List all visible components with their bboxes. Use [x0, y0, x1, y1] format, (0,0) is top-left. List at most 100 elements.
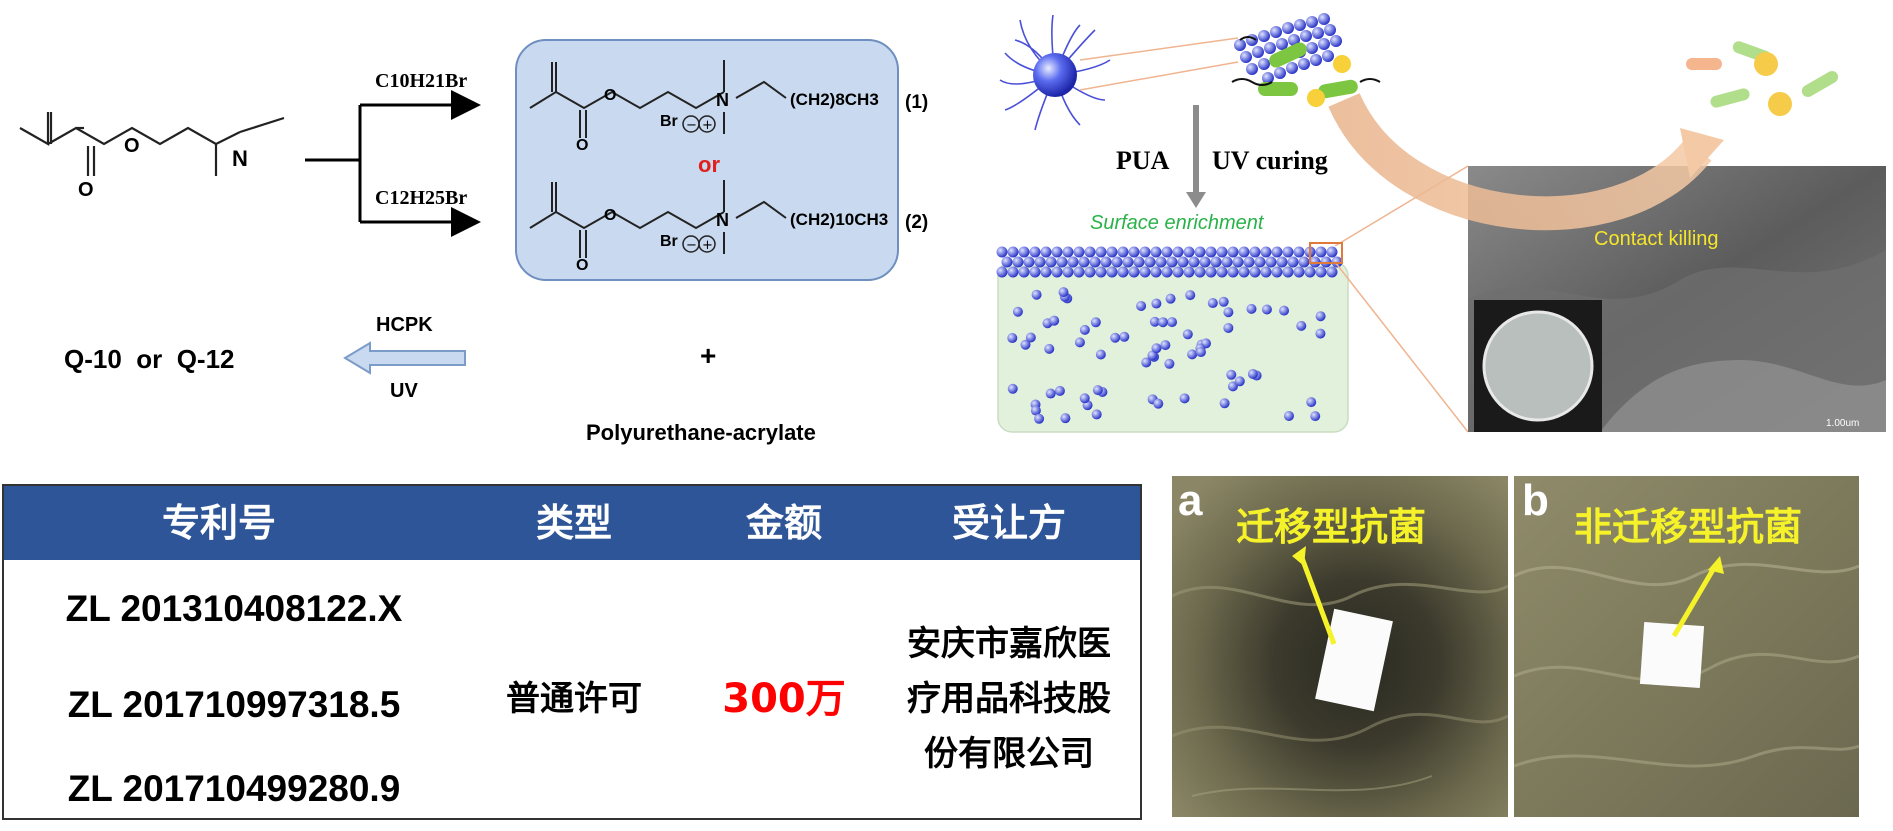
surface-particle — [1111, 256, 1123, 268]
bulk-particle — [1234, 376, 1245, 387]
bulk-particle — [1218, 296, 1229, 307]
photo-b: b 非迁移型抗菌 — [1514, 476, 1859, 817]
bulk-particle — [1226, 369, 1237, 380]
uv-curing-label: UV curing — [1212, 146, 1328, 175]
bulk-particle — [1227, 381, 1238, 392]
surface-particle — [1188, 256, 1200, 268]
bulk-particle — [1095, 349, 1106, 360]
surface-particle — [1260, 246, 1272, 258]
svg-text:+: + — [702, 118, 713, 133]
monomer-names: Q-10 or Q-12 — [64, 344, 235, 374]
surface-particle — [1062, 266, 1074, 278]
surface-particle — [1183, 246, 1195, 258]
patent-number-3: ZL 201710499280.9 — [67, 768, 401, 809]
surface-particle — [1084, 246, 1096, 258]
surface-particle — [1282, 266, 1294, 278]
bulk-particle — [1195, 347, 1206, 358]
surface-particle — [1001, 256, 1013, 268]
bulk-particle — [1153, 398, 1164, 409]
surface-particle — [1073, 266, 1085, 278]
bulk-particle — [1151, 343, 1162, 354]
alkyl-chain-1: (CH2)8CH3 — [790, 90, 879, 109]
photo-a: a 迁移型抗菌 — [1172, 476, 1508, 817]
bulk-particle — [1283, 410, 1294, 421]
surface-particle — [1144, 256, 1156, 268]
bulk-particle — [1079, 324, 1090, 335]
bulk-particle — [1007, 333, 1018, 344]
surface-particle — [1106, 246, 1118, 258]
surface-particle — [1122, 256, 1134, 268]
agar-plate-b-image — [1514, 476, 1859, 817]
photo-b-letter: b — [1522, 476, 1549, 525]
surface-particle — [1183, 266, 1195, 278]
bulk-particle — [1034, 413, 1045, 424]
surface-particle — [1117, 266, 1129, 278]
header-assignee: 受让方 — [951, 501, 1066, 545]
svg-text:+: + — [702, 238, 713, 253]
patent-table: 专利号 类型 金额 受让方 ZL 201310408122.X ZL 20171… — [2, 484, 1142, 820]
surface-particle — [1238, 266, 1250, 278]
surface-particle — [1095, 266, 1107, 278]
bulk-particle — [1045, 388, 1056, 399]
surface-particle — [1227, 246, 1239, 258]
surface-particle — [1249, 246, 1261, 258]
bulk-particle — [1157, 317, 1168, 328]
surface-particle — [1227, 266, 1239, 278]
surface-particle — [1128, 266, 1140, 278]
surface-particle — [1095, 246, 1107, 258]
bulk-particle — [1141, 357, 1152, 368]
svg-text:N: N — [716, 90, 729, 110]
surface-particle — [1293, 246, 1305, 258]
svg-text:N: N — [716, 210, 729, 230]
surface-particle — [1265, 256, 1277, 268]
surface-particle — [1007, 266, 1019, 278]
bulk-particle — [1207, 298, 1218, 309]
bulk-particle — [1185, 290, 1196, 301]
surface-particle — [1106, 266, 1118, 278]
surface-particle — [1018, 266, 1030, 278]
bulk-particle — [1167, 317, 1178, 328]
surface-particle — [1029, 266, 1041, 278]
surface-particle — [1051, 266, 1063, 278]
svg-text:O: O — [576, 257, 588, 274]
bulk-particle — [1007, 383, 1018, 394]
surface-particle — [996, 246, 1008, 258]
header-amount: 金额 — [745, 501, 822, 545]
reagent-top: C10H21Br — [375, 70, 468, 92]
surface-particle — [1205, 246, 1217, 258]
micelle-core — [1033, 53, 1077, 97]
bulk-particle — [1031, 289, 1042, 300]
surface-particle — [1161, 266, 1173, 278]
sem-scale-bar: 1.00um — [1826, 418, 1860, 429]
bulk-particle — [1058, 287, 1069, 298]
surface-particle — [1315, 266, 1327, 278]
bulk-particle — [1012, 306, 1023, 317]
patent-number-1: ZL 201310408122.X — [65, 588, 403, 629]
surface-particle — [1210, 256, 1222, 268]
surface-particle — [1056, 256, 1068, 268]
bulk-particle — [1247, 368, 1258, 379]
bulk-particle — [1279, 305, 1290, 316]
surface-particle — [1051, 246, 1063, 258]
bulk-particle — [1136, 300, 1147, 311]
surface-particle — [1249, 266, 1261, 278]
bulk-particle — [1306, 397, 1317, 408]
bulk-particle — [1110, 332, 1121, 343]
svg-text:O: O — [604, 207, 616, 224]
micelle-icon — [999, 14, 1111, 131]
product-2-number: (2) — [905, 212, 929, 233]
bulk-particle — [1044, 343, 1055, 354]
surface-particle — [1161, 246, 1173, 258]
bulk-particle — [1261, 304, 1272, 315]
bulk-particle — [1151, 298, 1162, 309]
assignee-line-3: 份有限公司 — [924, 734, 1094, 774]
surface-particle — [1150, 266, 1162, 278]
surface-particle — [1018, 246, 1030, 258]
bulk-particle — [1165, 293, 1176, 304]
bacteria-right — [1686, 41, 1839, 116]
or-label: or — [698, 152, 720, 177]
bulk-particle — [1074, 337, 1085, 348]
svg-text:O: O — [124, 135, 140, 157]
surface-particles — [996, 246, 1343, 424]
product-structures — [529, 60, 787, 258]
